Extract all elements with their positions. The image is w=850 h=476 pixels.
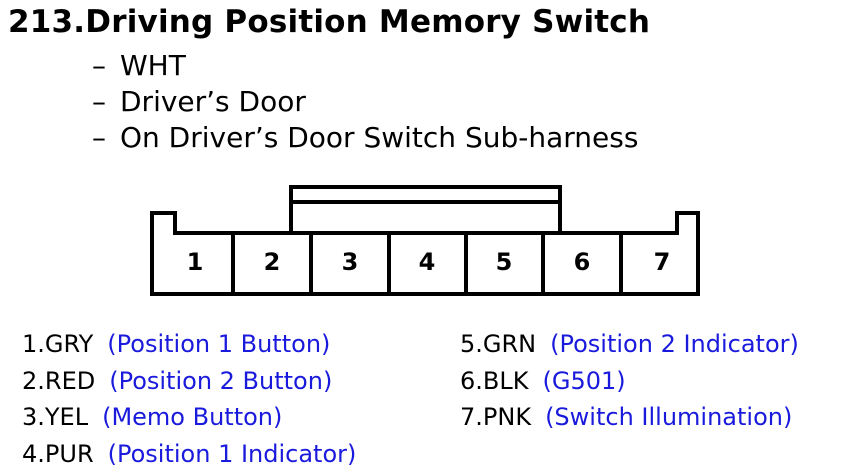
pin-row: 1.GRY (Position 1 Button): [22, 326, 356, 363]
pin-row: 2.RED (Position 2 Button): [22, 363, 356, 400]
pin-wire-color: 4.PUR: [22, 439, 94, 468]
pin-1-label: 1: [187, 248, 204, 276]
pin-function: (G501): [542, 366, 626, 395]
pin-6-label: 6: [574, 248, 591, 276]
pin-function: (Position 1 Button): [107, 330, 331, 358]
pin-4-label: 4: [419, 248, 436, 276]
pin-7-label: 7: [654, 248, 671, 276]
pin-row: 3.YEL (Memo Button): [22, 399, 356, 436]
pin-wire-color: 7.PNK: [460, 403, 532, 431]
pin-wire-color: 2.RED: [22, 366, 96, 395]
pin-function: (Position 2 Indicator): [550, 330, 799, 358]
connector-details: –WHT –Driver’s Door –On Driver’s Door Sw…: [92, 48, 638, 156]
pin-function: (Position 2 Button): [109, 366, 333, 395]
pin-wire-color: 3.YEL: [22, 403, 89, 431]
pin-wire-color: 6.BLK: [460, 366, 529, 395]
connector-latch: [289, 185, 562, 235]
pin-function: (Memo Button): [102, 403, 283, 431]
pin-row: 5.GRN (Position 2 Indicator): [460, 326, 799, 363]
pin-wire-color: 5.GRN: [460, 330, 537, 358]
pin-row: 6.BLK (G501): [460, 363, 799, 400]
detail-harness: –On Driver’s Door Switch Sub-harness: [92, 121, 639, 154]
detail-color: –WHT: [92, 49, 186, 82]
pin-row: 4.PUR (Position 1 Indicator): [22, 436, 356, 473]
detail-location: –Driver’s Door: [92, 85, 306, 118]
pin-function: (Position 1 Indicator): [107, 439, 357, 468]
pin-list-left: 1.GRY (Position 1 Button) 2.RED (Position …: [22, 326, 356, 472]
pin-function: (Switch Illumination): [545, 403, 793, 431]
pin-wire-color: 1.GRY: [22, 330, 94, 358]
pin-row: 7.PNK (Switch Illumination): [460, 399, 799, 436]
connector-housing: [150, 211, 700, 296]
pin-5-label: 5: [496, 248, 513, 276]
page-title: 213.Driving Position Memory Switch: [8, 4, 651, 40]
pin-list-right: 5.GRN(Position 2 Indicator) 6.BLK(G501) …: [460, 326, 799, 436]
pin-2-label: 2: [264, 248, 281, 276]
pin-3-label: 3: [342, 248, 359, 276]
